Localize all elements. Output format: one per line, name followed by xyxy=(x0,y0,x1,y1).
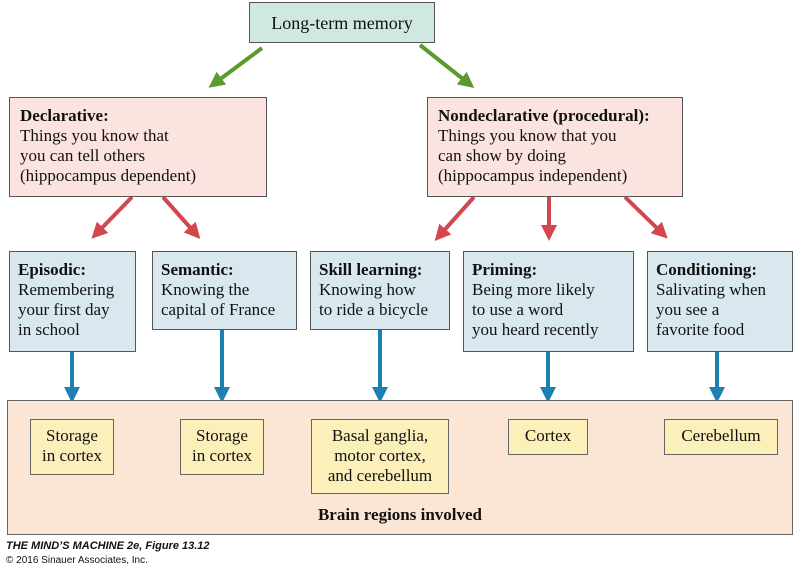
region-line: Basal ganglia, xyxy=(331,426,429,445)
declarative-line: (hippocampus dependent) xyxy=(20,166,197,185)
region-cerebellum: Cerebellum xyxy=(664,419,778,455)
episodic-line: Remembering xyxy=(18,280,115,299)
episodic-line: in school xyxy=(18,320,80,339)
episodic-title: Episodic: xyxy=(18,260,87,279)
figure-caption: THE MIND’S MACHINE 2e, Figure 13.12 xyxy=(6,540,210,552)
arrow-declarative-to-semantic xyxy=(161,195,201,239)
skill-learning-box: Skill learning: Knowing how to ride a bi… xyxy=(310,251,450,330)
declarative-line: Things you know that xyxy=(20,126,169,145)
arrow-root-to-nondeclarative xyxy=(418,43,475,88)
conditioning-line: favorite food xyxy=(656,320,745,339)
conditioning-box: Conditioning: Salivating when you see a … xyxy=(647,251,793,352)
conditioning-line: you see a xyxy=(656,300,720,319)
region-storage-in-cortex-1: Storage in cortex xyxy=(30,419,114,475)
nondeclarative-title: Nondeclarative (procedural): xyxy=(438,106,650,125)
semantic-line: capital of France xyxy=(161,300,276,319)
skill-learning-title: Skill learning: xyxy=(319,260,423,279)
nondeclarative-line: can show by doing xyxy=(438,146,566,165)
skill-learning-line: to ride a bicycle xyxy=(319,300,429,319)
skill-learning-line: Knowing how xyxy=(319,280,416,299)
semantic-box: Semantic: Knowing the capital of France xyxy=(152,251,297,330)
region-line: Cerebellum xyxy=(681,426,761,445)
priming-line: to use a word xyxy=(472,300,564,319)
arrow-declarative-to-episodic xyxy=(91,195,134,239)
brain-regions-label: Brain regions involved xyxy=(317,505,483,524)
priming-line: Being more likely xyxy=(472,280,595,299)
nondeclarative-line: Things you know that you xyxy=(438,126,617,145)
episodic-line: your first day xyxy=(18,300,110,319)
region-line: and cerebellum xyxy=(327,466,433,485)
declarative-box: Declarative: Things you know that you ca… xyxy=(9,97,267,197)
arrow-root-to-declarative xyxy=(208,46,264,88)
arrow-nondeclarative-to-skill xyxy=(434,195,476,241)
conditioning-title: Conditioning: xyxy=(656,260,758,279)
copyright-text: © 2016 Sinauer Associates, Inc. xyxy=(6,555,148,566)
region-cortex: Cortex xyxy=(508,419,588,455)
region-line: Cortex xyxy=(524,426,572,445)
nondeclarative-line: (hippocampus independent) xyxy=(438,166,628,185)
region-line: motor cortex, xyxy=(334,446,426,465)
declarative-line: you can tell others xyxy=(20,146,146,165)
region-line: in cortex xyxy=(192,446,252,465)
region-storage-in-cortex-2: Storage in cortex xyxy=(180,419,264,475)
long-term-memory-label: Long-term memory xyxy=(271,13,413,33)
semantic-title: Semantic: xyxy=(161,260,234,279)
semantic-line: Knowing the xyxy=(161,280,250,299)
priming-box: Priming: Being more likely to use a word… xyxy=(463,251,634,352)
episodic-box: Episodic: Remembering your first day in … xyxy=(9,251,136,352)
long-term-memory-box: Long-term memory xyxy=(249,2,435,43)
conditioning-line: Salivating when xyxy=(656,280,767,299)
region-line: in cortex xyxy=(42,446,102,465)
region-line: Storage xyxy=(46,426,98,445)
region-basal-ganglia: Basal ganglia, motor cortex, and cerebel… xyxy=(311,419,449,494)
nondeclarative-box: Nondeclarative (procedural): Things you … xyxy=(427,97,683,197)
arrow-nondeclarative-to-conditioning xyxy=(623,195,668,239)
priming-title: Priming: xyxy=(472,260,538,279)
priming-line: you heard recently xyxy=(472,320,599,339)
declarative-title: Declarative: xyxy=(20,106,109,125)
region-line: Storage xyxy=(196,426,248,445)
